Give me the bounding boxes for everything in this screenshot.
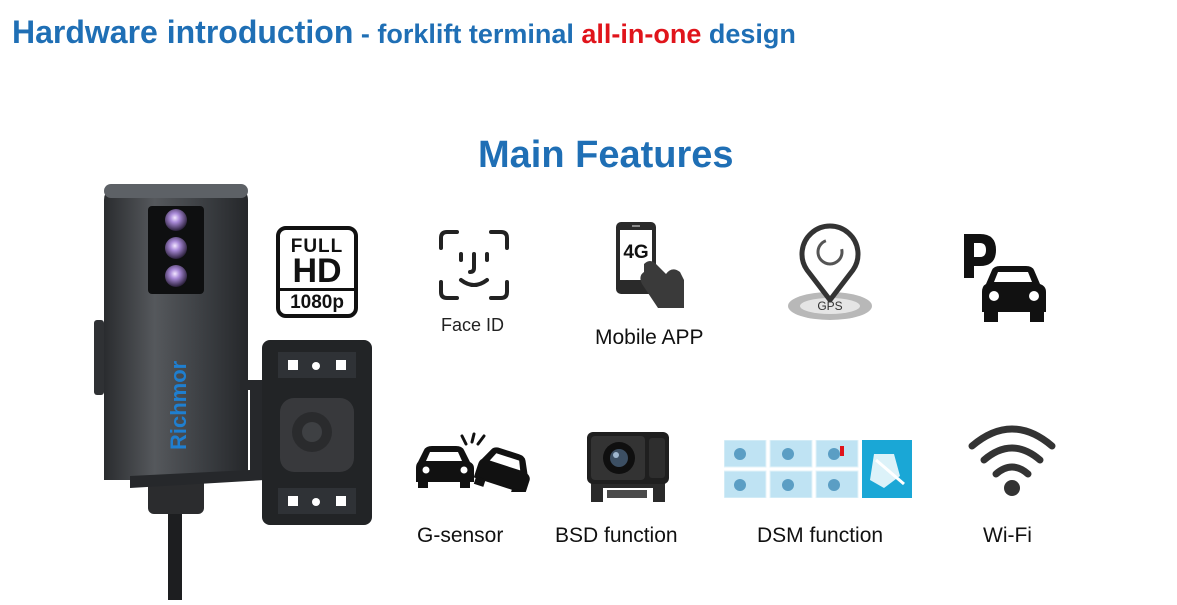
- feature-label-mobile-app: Mobile APP: [595, 326, 704, 349]
- mobile-4g-badge: 4G: [623, 242, 648, 263]
- device-brand-label: Richmor: [166, 360, 191, 450]
- g-sensor-collision-icon: [416, 432, 530, 492]
- wifi-icon: [968, 425, 1056, 496]
- title-sub-highlight: all-in-one: [581, 19, 702, 49]
- main-features-title: Main Features: [478, 134, 734, 176]
- parking-car-icon: [964, 234, 1046, 322]
- feature-label-dsm: DSM function: [757, 524, 884, 547]
- badge-resolution-text: 1080p: [280, 288, 354, 314]
- mobile-4g-icon: 4G: [616, 222, 684, 308]
- badge-full-text: FULL: [290, 236, 344, 257]
- feature-label-bsd: BSD function: [555, 524, 678, 547]
- forklift-terminal-device-image: Richmor: [94, 184, 372, 600]
- bsd-camera-icon: [587, 432, 669, 502]
- face-id-icon: [439, 230, 509, 300]
- full-hd-badge: FULL HD 1080p: [276, 226, 358, 318]
- feature-label-g-sensor: G-sensor: [417, 524, 504, 547]
- feature-label-wifi: Wi-Fi: [983, 524, 1032, 547]
- gps-pin-icon: GPS: [788, 223, 872, 320]
- gps-pin-text: GPS: [817, 299, 842, 313]
- title-sub-a: forklift terminal: [377, 19, 582, 49]
- title-separator: -: [353, 19, 378, 49]
- page-title: Hardware introduction - forklift termina…: [12, 14, 796, 51]
- feature-label-face-id: Face ID: [441, 315, 505, 335]
- title-main: Hardware introduction: [12, 14, 354, 50]
- title-sub-b: design: [701, 19, 796, 49]
- badge-hd-text: HD: [292, 252, 342, 290]
- dsm-monitoring-icon: [724, 440, 912, 498]
